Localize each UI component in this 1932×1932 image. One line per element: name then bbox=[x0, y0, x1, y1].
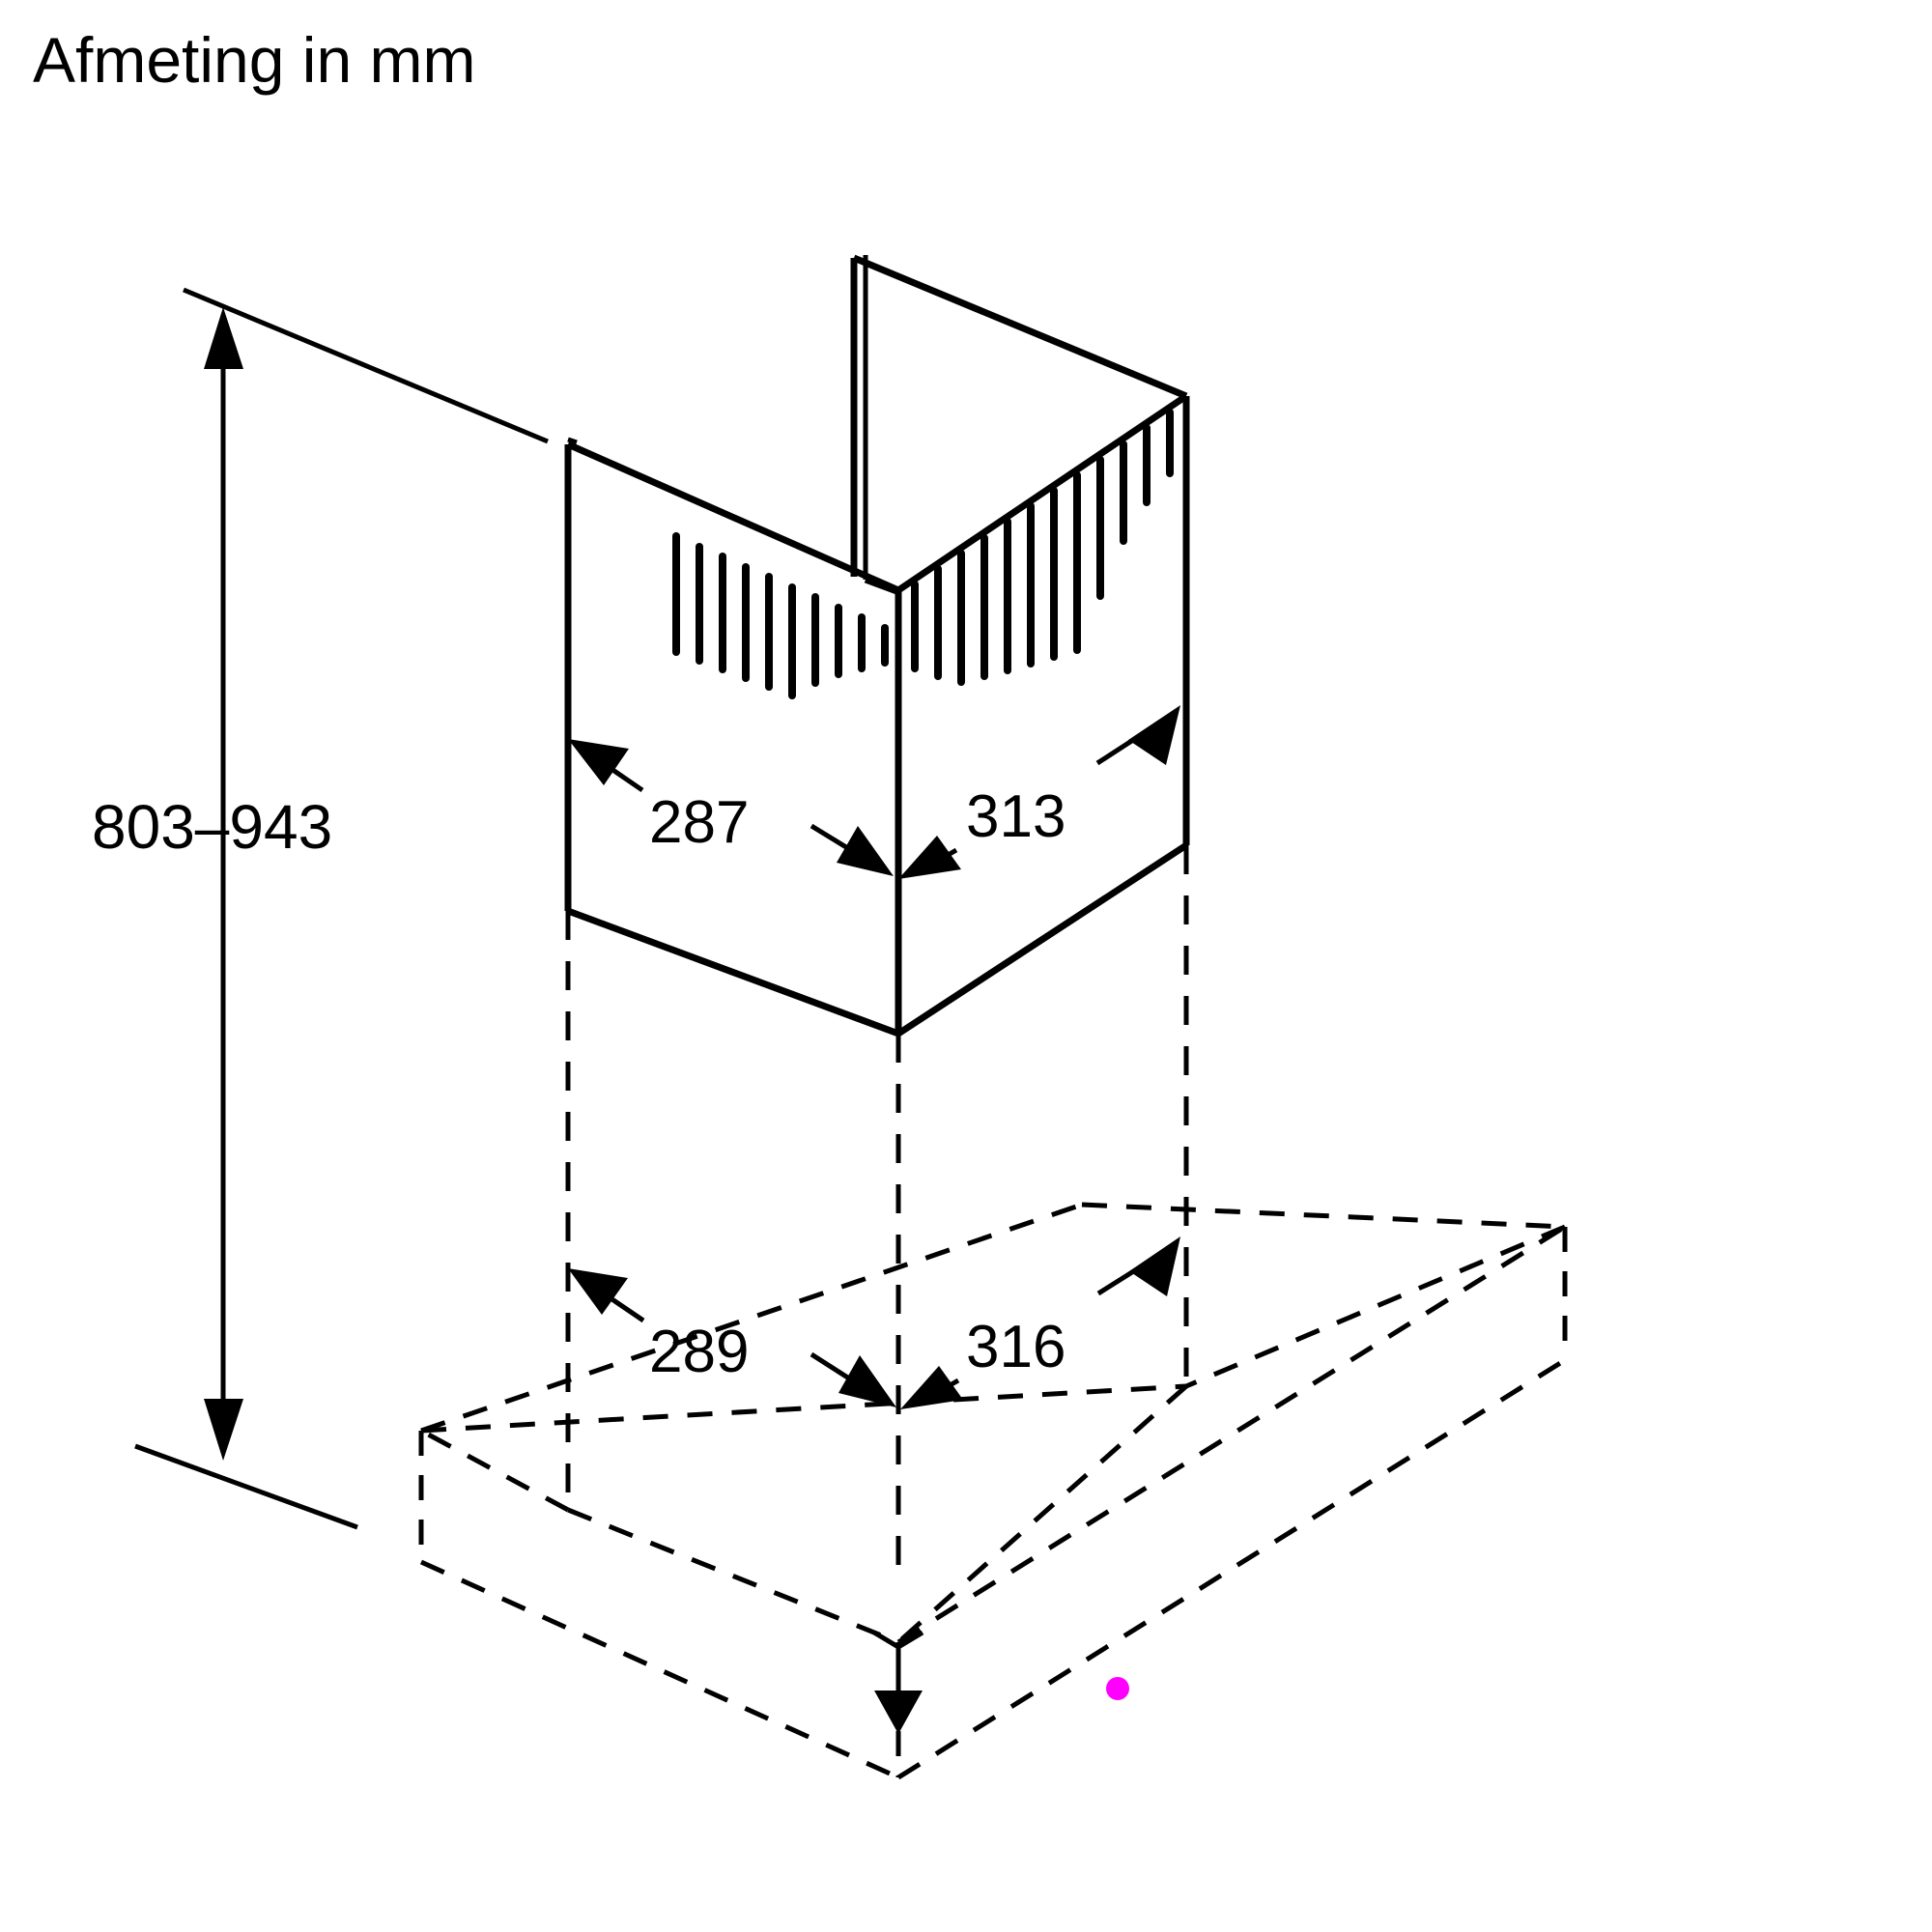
arrowhead-287-right bbox=[837, 826, 894, 876]
dimension-287: 287 bbox=[568, 739, 894, 876]
dimension-287-label: 287 bbox=[649, 789, 749, 856]
arrowhead-289-left bbox=[568, 1268, 628, 1315]
chimney-right-face bbox=[896, 393, 1190, 1037]
center-axis-arrow bbox=[872, 1630, 924, 1734]
reference-point-marker bbox=[1106, 1677, 1129, 1700]
dimension-289: 289 bbox=[568, 1268, 896, 1407]
projection-lines bbox=[565, 845, 1189, 1572]
dimension-316-label: 316 bbox=[966, 1314, 1065, 1380]
chimney-back-panel bbox=[850, 254, 1188, 596]
chimney-left-face bbox=[564, 437, 902, 1037]
dimension-313: 313 bbox=[898, 705, 1180, 879]
arrowhead-313-right bbox=[1128, 705, 1180, 765]
arrowhead-316-right bbox=[1129, 1236, 1180, 1296]
arrowhead-down bbox=[204, 1399, 243, 1461]
height-dimension: 803–943 bbox=[92, 287, 549, 1530]
dimension-316: 316 bbox=[900, 1236, 1180, 1409]
vent-slots-left bbox=[672, 532, 889, 699]
vent-slots-right bbox=[911, 409, 1174, 686]
arrowhead-287-left bbox=[568, 739, 629, 785]
arrowhead-313-left bbox=[898, 836, 961, 879]
arrowhead-up bbox=[204, 307, 243, 369]
arrowhead-289-right bbox=[838, 1355, 896, 1407]
dimension-289-label: 289 bbox=[649, 1319, 749, 1385]
dimension-313-label: 313 bbox=[966, 783, 1065, 850]
height-dimension-label: 803–943 bbox=[92, 792, 332, 862]
page-title: Afmeting in mm bbox=[33, 24, 475, 96]
arrowhead-316-left bbox=[900, 1366, 963, 1409]
